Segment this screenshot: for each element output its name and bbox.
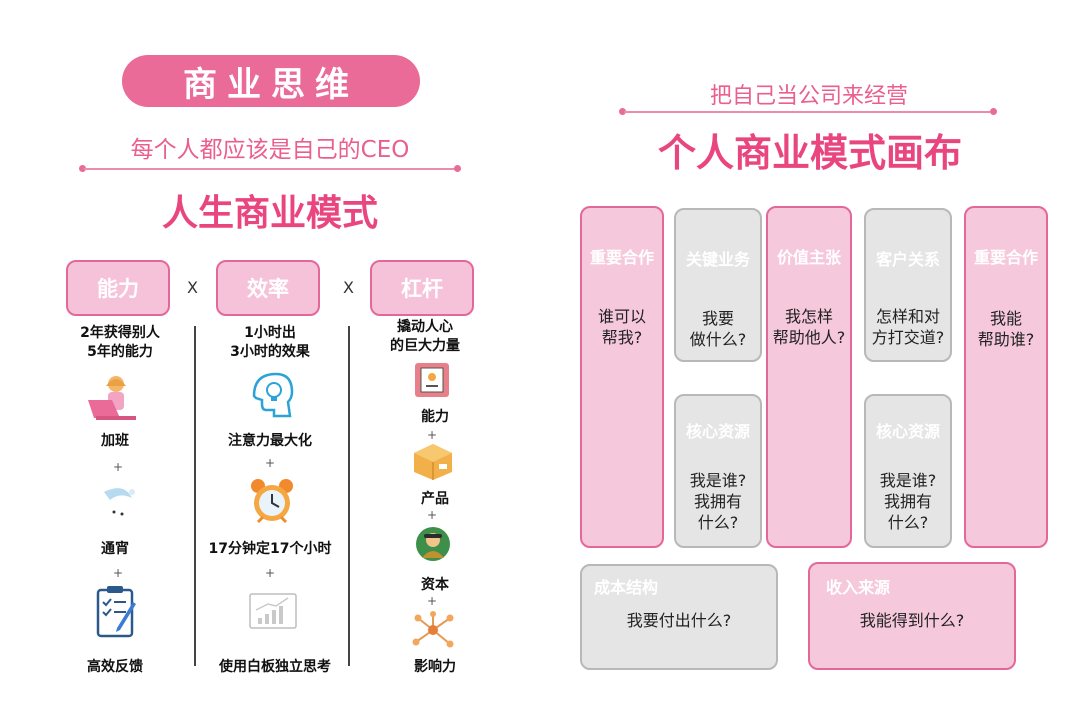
- key-resources-2-line-1: 我是谁?: [879, 471, 937, 490]
- key-resources-1-line-3: 什么?: [697, 513, 739, 532]
- leverage-desc: 撬动人心 的巨大力量: [360, 318, 490, 356]
- leverage-item-capital: 资本: [421, 577, 449, 593]
- card-key-activities-head: 关键业务: [685, 250, 750, 269]
- whiteboard-chart-icon: [249, 593, 297, 629]
- card-customers-head: 重要合作: [973, 248, 1038, 267]
- card-customer-relationships-head: 客户关系: [875, 250, 940, 269]
- leverage-item-product: 产品: [421, 491, 449, 507]
- network-nodes-icon: [412, 611, 454, 648]
- card-cost-structure: 成本结构 我要付出什么?: [580, 564, 778, 670]
- head-lightbulb-icon: [252, 372, 294, 418]
- key-resources-1-line-2: 我拥有: [693, 492, 742, 511]
- key-activities-line-2: 做什么?: [689, 330, 747, 349]
- moon-icon: [98, 488, 135, 526]
- card-value-proposition: 价值主张 我怎样 帮助他人?: [766, 206, 852, 548]
- plus-2: +: [112, 566, 124, 580]
- card-key-activities-body: 我要 做什么?: [676, 308, 760, 350]
- leverage-desc-line-1: 撬动人心: [397, 319, 453, 335]
- card-customer-relationships: 客户关系 怎样和对 方打交道?: [864, 208, 952, 362]
- efficiency-desc-line-2: 3小时的效果: [230, 344, 310, 360]
- customers-line-1: 我能: [989, 309, 1022, 328]
- customers-line-2: 帮助谁?: [977, 330, 1035, 349]
- key-resources-2-line-2: 我拥有: [883, 492, 932, 511]
- leverage-item-ability: 能力: [421, 409, 449, 425]
- card-key-activities: 关键业务 我要 做什么?: [674, 208, 762, 362]
- plus-5: +: [426, 428, 438, 442]
- subtitle-left: 每个人都应该是自己的CEO: [130, 137, 410, 163]
- card-value-proposition-head: 价值主张: [776, 248, 841, 267]
- card-key-resources-2-body: 我是谁? 我拥有 什么?: [866, 470, 950, 533]
- value-prop-line-1: 我怎样: [784, 307, 833, 326]
- times-symbol-1: X: [187, 278, 198, 297]
- efficiency-desc: 1小时出 3小时的效果: [200, 324, 340, 362]
- key-partners-line-1: 谁可以: [597, 307, 646, 326]
- divider-dot-right: [454, 165, 461, 172]
- alarm-clock-icon: [251, 479, 293, 524]
- plus-7: +: [426, 594, 438, 608]
- card-cost-structure-body: 我要付出什么?: [626, 611, 732, 630]
- plus-6: +: [426, 508, 438, 522]
- card-key-partners-body: 谁可以 帮我?: [582, 306, 662, 348]
- times-symbol-2: X: [343, 278, 354, 297]
- divider-line-right: [624, 111, 990, 113]
- efficiency-item-whiteboard: 使用白板独立思考: [219, 659, 331, 675]
- key-activities-line-1: 我要: [701, 309, 734, 328]
- capital-avatar-icon: [416, 527, 450, 561]
- divider-dot-left: [79, 165, 86, 172]
- card-revenue-streams-head: 收入来源: [826, 578, 891, 597]
- card-key-resources-2: 核心资源 我是谁? 我拥有 什么?: [864, 394, 952, 548]
- card-key-resources-1-head: 核心资源: [685, 422, 750, 441]
- card-key-resources-2-head: 核心资源: [875, 422, 940, 441]
- card-value-proposition-body: 我怎样 帮助他人?: [768, 306, 850, 348]
- efficiency-item-17min: 17分钟定17个小时: [208, 541, 332, 557]
- ability-desc-line-2: 5年的能力: [87, 344, 153, 360]
- customer-rel-line-1: 怎样和对: [875, 307, 940, 326]
- pre-title-right: 把自己当公司来经营: [709, 84, 908, 109]
- key-resources-2-line-3: 什么?: [887, 513, 929, 532]
- certificate-icon: [415, 363, 449, 397]
- clipboard-checklist-icon: [96, 586, 136, 638]
- card-key-resources-1-body: 我是谁? 我拥有 什么?: [676, 470, 760, 533]
- ability-item-allnighter: 通宵: [101, 541, 129, 557]
- ability-item-feedback: 高效反馈: [87, 659, 143, 675]
- pill-title: 商业思维: [122, 55, 420, 107]
- card-key-partners-head: 重要合作: [589, 248, 654, 267]
- card-customers-body: 我能 帮助谁?: [966, 308, 1046, 350]
- leverage-item-influence: 影响力: [414, 659, 456, 675]
- ability-desc: 2年获得别人 5年的能力: [55, 324, 185, 362]
- card-key-resources-1: 核心资源 我是谁? 我拥有 什么?: [674, 394, 762, 548]
- key-partners-line-2: 帮我?: [601, 328, 643, 347]
- ability-desc-line-1: 2年获得别人: [80, 325, 160, 341]
- divider-dot-right-1: [619, 108, 626, 115]
- plus-1: +: [112, 460, 124, 474]
- leverage-desc-line-2: 的巨大力量: [390, 338, 460, 354]
- header-leverage: 杠杆: [370, 260, 474, 316]
- person-laptop-icon: [88, 376, 136, 420]
- card-customers: 重要合作 我能 帮助谁?: [964, 206, 1048, 548]
- card-key-partners: 重要合作 谁可以 帮我?: [580, 206, 664, 548]
- header-ability: 能力: [66, 260, 170, 316]
- card-revenue-streams: 收入来源 我能得到什么?: [808, 562, 1016, 670]
- card-customer-relationships-body: 怎样和对 方打交道?: [866, 306, 950, 348]
- value-prop-line-2: 帮助他人?: [772, 328, 846, 347]
- header-efficiency: 效率: [216, 260, 320, 316]
- column-divider-1: [194, 326, 196, 666]
- customer-rel-line-2: 方打交道?: [871, 328, 945, 347]
- box-icon: [414, 444, 452, 480]
- column-divider-2: [348, 326, 350, 666]
- key-resources-1-line-1: 我是谁?: [689, 471, 747, 490]
- main-title-right: 个人商业模式画布: [657, 131, 962, 175]
- main-title-left: 人生商业模式: [161, 193, 378, 234]
- card-revenue-streams-body: 我能得到什么?: [859, 611, 965, 630]
- card-cost-structure-head: 成本结构: [594, 578, 659, 597]
- efficiency-item-focus: 注意力最大化: [228, 433, 312, 449]
- efficiency-desc-line-1: 1小时出: [244, 325, 296, 341]
- plus-4: +: [264, 566, 276, 580]
- divider-dot-right-2: [990, 108, 997, 115]
- plus-3: +: [264, 456, 276, 470]
- divider-line-left: [84, 168, 456, 170]
- ability-item-overtime: 加班: [101, 433, 129, 449]
